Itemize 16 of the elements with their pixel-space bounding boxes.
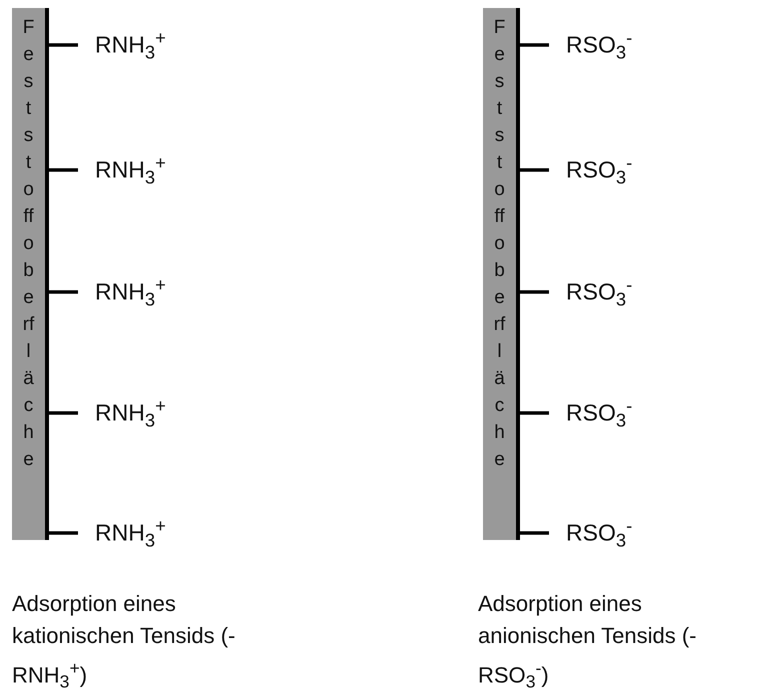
connector-line xyxy=(49,290,78,294)
band-label: Feststoffoberfläche xyxy=(493,16,506,472)
band-label: Feststoffoberfläche xyxy=(22,16,35,472)
connector-line xyxy=(520,43,549,47)
surface-band xyxy=(483,8,520,540)
connector-line xyxy=(49,168,78,172)
connector-line xyxy=(520,411,549,415)
connector-line xyxy=(49,531,78,535)
connector-line xyxy=(49,43,78,47)
caption: Adsorption eines anionischen Tensids (-RSO$_{3}$$^{-}$) xyxy=(478,590,698,693)
surface-band xyxy=(12,8,49,540)
connector-line xyxy=(49,411,78,415)
connector-line xyxy=(520,531,549,535)
connector-line xyxy=(520,168,549,172)
connector-line xyxy=(520,290,549,294)
caption: Adsorption eines kationischen Tensids (-RNH$_{3}$$^{+}$) xyxy=(12,590,236,693)
